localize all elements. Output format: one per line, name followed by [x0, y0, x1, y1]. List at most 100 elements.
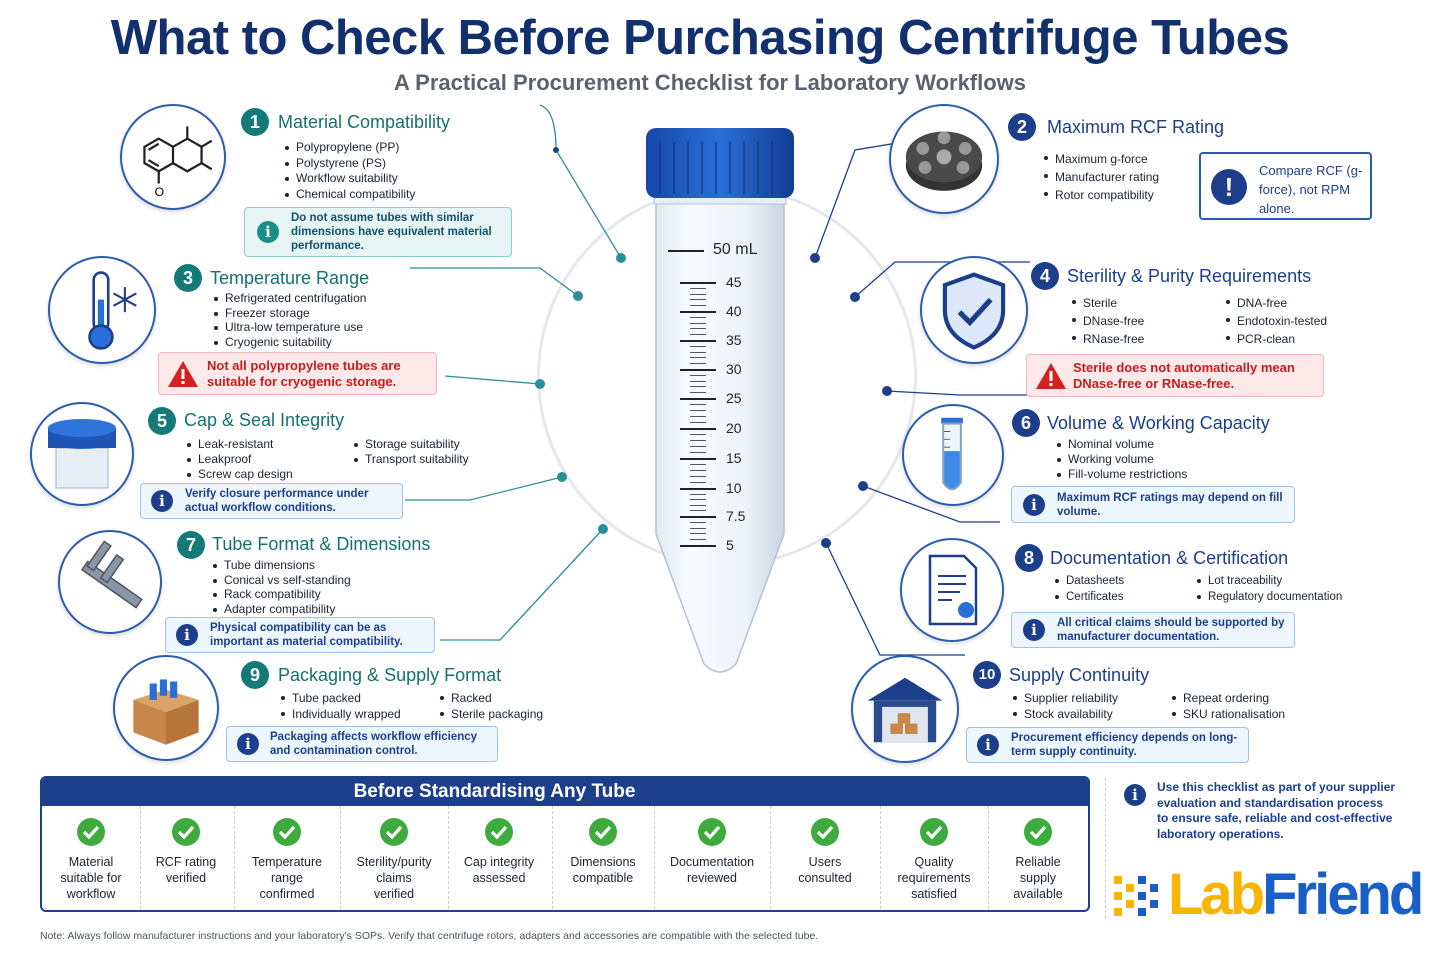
- thermometer-icon: [48, 256, 156, 364]
- certificate-icon: [900, 538, 1004, 642]
- list-item: Rotor compatibility: [1042, 186, 1159, 204]
- section-8-number: 8: [1015, 544, 1043, 572]
- check-icon: [698, 818, 726, 846]
- list-item: Endotoxin-tested: [1224, 312, 1327, 330]
- tube-tick: [680, 398, 716, 400]
- info-icon: i: [977, 734, 999, 756]
- tube-tick: [680, 516, 716, 518]
- logo-part-friend: Friend: [1262, 862, 1424, 927]
- list-item: Polystyrene (PS): [283, 156, 415, 172]
- tube-graduation-label: 30: [726, 361, 742, 377]
- tube-minor-tick: [690, 404, 706, 405]
- tube-graduation-label: 20: [726, 420, 742, 436]
- list-item: Refrigerated centrifugation: [212, 291, 366, 306]
- section-3-warning: Not all polypropylene tubes are suitable…: [158, 352, 437, 395]
- tube-minor-tick: [690, 293, 706, 295]
- warehouse-icon: [851, 655, 959, 763]
- centrifuge-tube: [640, 124, 800, 684]
- rotor-icon: [889, 104, 999, 214]
- tube-tick: [680, 545, 716, 547]
- summary-check-label: Temperature range confirmed: [251, 855, 323, 901]
- tube-capacity-label: 50 mL: [713, 241, 758, 258]
- section-10-list-left: Supplier reliability Stock availability: [1011, 690, 1118, 722]
- list-item: Maximum g-force: [1042, 150, 1159, 168]
- tube-minor-tick: [690, 539, 706, 541]
- tube-minor-tick: [690, 363, 706, 365]
- section-8-list-right: Lot traceability Regulatory documentatio…: [1195, 573, 1342, 605]
- box-icon: [113, 655, 219, 761]
- info-icon: i: [176, 624, 198, 646]
- tube-minor-tick: [690, 464, 706, 465]
- molecule-icon: O: [120, 104, 226, 210]
- check-icon: [811, 818, 839, 846]
- tube-minor-tick: [690, 416, 706, 417]
- section-4-title: Sterility & Purity Requirements: [1067, 266, 1312, 286]
- tube-minor-tick: [690, 351, 706, 353]
- section-9-list-right: Racked Sterile packaging: [438, 690, 543, 722]
- section-2-number: 2: [1008, 113, 1036, 141]
- tube-minor-tick: [690, 493, 706, 495]
- info-icon: i: [257, 221, 279, 243]
- section-9-list-left: Tube packed Individually wrapped: [279, 690, 401, 722]
- list-item: Workflow suitability: [283, 171, 415, 187]
- section-1-number: 1: [241, 108, 269, 136]
- list-item: DNA-free: [1224, 294, 1327, 312]
- tube-tick: [680, 311, 716, 313]
- tube-graduation-label: 35: [726, 332, 742, 348]
- summary-check-item: Reliable supply available: [988, 806, 1087, 910]
- list-item: Screw cap design: [185, 467, 293, 482]
- section-2-title: Maximum RCF Rating: [1047, 117, 1225, 137]
- tube-graduation-label: 15: [726, 450, 742, 466]
- list-item: Polypropylene (PP): [283, 140, 415, 156]
- tube-minor-tick: [690, 422, 706, 423]
- warning-icon: [1036, 362, 1066, 389]
- list-item: Racked: [438, 690, 543, 706]
- tube-minor-tick: [690, 305, 706, 307]
- tube-minor-tick: [690, 510, 706, 512]
- section-4-number: 4: [1031, 262, 1059, 290]
- section-1-note: i Do not assume tubes with similar dimen…: [244, 207, 512, 257]
- tube-minor-tick: [690, 316, 706, 318]
- summary-check-label: Cap integrity assessed: [463, 855, 535, 885]
- list-item: Freezer storage: [212, 306, 366, 321]
- tube-minor-tick: [690, 386, 706, 388]
- section-9-number: 9: [241, 661, 269, 689]
- tube-tick: [680, 282, 716, 284]
- check-icon: [273, 818, 301, 846]
- test-tube-icon: [902, 404, 1004, 506]
- list-item: Leakproof: [185, 452, 293, 467]
- list-item: Storage suitability: [352, 437, 469, 452]
- info-icon: i: [1023, 619, 1045, 641]
- tube-minor-tick: [690, 380, 706, 382]
- summary-check-label: Dimensions compatible: [570, 855, 636, 885]
- section-1-title: Material Compatibility: [278, 112, 451, 132]
- section-5-list-left: Leak-resistant Leakproof Screw cap desig…: [185, 437, 293, 482]
- section-2-list: Maximum g-force Manufacturer rating Roto…: [1042, 150, 1159, 204]
- tube-minor-tick: [690, 527, 706, 529]
- tube-tick: [680, 458, 716, 460]
- alert-icon: !: [1211, 169, 1247, 205]
- list-item: Manufacturer rating: [1042, 168, 1159, 186]
- tube-graduation-label: 25: [726, 390, 742, 406]
- section-10-title: Supply Continuity: [1009, 665, 1150, 685]
- tube-minor-tick: [690, 504, 706, 506]
- tube-tick: [680, 488, 716, 490]
- list-item: Supplier reliability: [1011, 690, 1118, 706]
- section-6-number: 6: [1012, 409, 1040, 437]
- list-item: Working volume: [1055, 452, 1187, 467]
- list-item: Sterile packaging: [438, 706, 543, 722]
- summary-check-item: Temperature range confirmed: [234, 806, 339, 910]
- list-item: Transport suitability: [352, 452, 469, 467]
- summary-check-item: Documentation reviewed: [654, 806, 769, 910]
- tube-minor-tick: [690, 334, 706, 336]
- section-9-title: Packaging & Supply Format: [278, 665, 502, 685]
- shield-check-icon: [920, 256, 1028, 364]
- section-7-title: Tube Format & Dimensions: [212, 534, 431, 554]
- tube-minor-tick: [690, 392, 706, 394]
- tube-minor-tick: [690, 452, 706, 453]
- section-5-note: i Verify closure performance under actua…: [140, 483, 403, 519]
- section-4-list-left: Sterile DNase-free RNase-free: [1070, 294, 1144, 348]
- check-icon: [1024, 818, 1052, 846]
- section-7-number: 7: [177, 531, 205, 559]
- caliper-icon: [58, 530, 162, 634]
